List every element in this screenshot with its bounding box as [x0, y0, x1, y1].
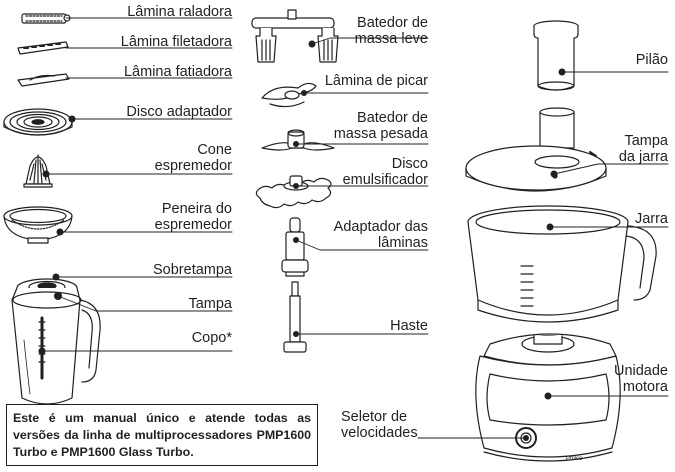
label-cone-espremedor: Cone espremedor: [120, 142, 232, 174]
label-copo: Copo*: [191, 330, 232, 346]
note-model-b: PMP1600 Glass Turbo: [60, 445, 191, 459]
pilao-image: [533, 20, 579, 91]
label-jarra: Jarra: [634, 211, 668, 227]
label-disco-emulsificador: Disco emulsificador: [318, 156, 428, 188]
label-tampa-jarra: Tampa da jarra: [590, 133, 668, 165]
leader-tampa-jarra: [553, 163, 669, 175]
note-line1: Este é um manual único e atende todas as: [13, 411, 311, 425]
label-sobretampa: Sobretampa: [153, 262, 232, 278]
label-unidade-motora: Unidade motora: [590, 363, 668, 395]
label-batedor-massa-leve-line1: Batedor de: [357, 15, 428, 31]
tampa-jarra-image: [465, 107, 607, 192]
note-end: .: [190, 445, 194, 459]
copo-image: [11, 278, 101, 405]
lamina-raladora-image: [21, 13, 71, 24]
label-peneira-espremedor-line2: espremedor: [154, 217, 232, 233]
manual-note-box: Este é um manual único e atende todas as…: [6, 404, 318, 466]
leader-tampa: [57, 295, 233, 312]
label-lamina-filetadora: Lâmina filetadora: [120, 34, 232, 50]
label-batedor-massa-leve-line2: massa leve: [354, 31, 428, 47]
label-tampa-jarra-line2: da jarra: [618, 149, 668, 165]
leader-adaptador-laminas: [295, 239, 429, 251]
label-unidade-motora-line1: Unidade: [613, 363, 668, 379]
unidade-motora-image: Philco: [475, 333, 621, 462]
batedor-massa-leve-image: [251, 9, 339, 63]
leader-batedor-massa-leve: [311, 37, 429, 45]
note-line2: versões da linha de multiprocessadores: [13, 428, 253, 442]
label-disco-adaptador: Disco adaptador: [126, 104, 232, 120]
label-adaptador-laminas-line2: lâminas: [378, 235, 428, 251]
jarra-image: [467, 205, 657, 323]
label-pilao: Pilão: [635, 52, 668, 68]
label-lamina-fatiadora: Lâmina fatiadora: [123, 64, 232, 80]
peneira-espremedor-image: [3, 206, 73, 244]
label-lamina-raladora: Lâmina raladora: [127, 4, 232, 20]
label-tampa: Tampa: [188, 296, 232, 312]
label-haste: Haste: [390, 318, 428, 334]
adaptador-laminas-image: [281, 217, 309, 277]
label-lamina-picar: Lâmina de picar: [324, 73, 428, 89]
note-connector: e: [47, 445, 61, 459]
label-cone-espremedor-line1: Cone: [197, 142, 232, 158]
lamina-filetadora-image: [17, 41, 69, 55]
batedor-massa-pesada-image: [261, 129, 335, 151]
brand-logo: Philco: [566, 456, 583, 462]
label-batedor-massa-pesada-line1: Batedor de: [357, 110, 428, 126]
lamina-picar-image: [261, 82, 317, 108]
note-model-a: PMP1600 Turbo: [13, 428, 311, 459]
label-seletor-velocidades-line1: Seletor de: [341, 409, 408, 425]
label-adaptador-laminas: Adaptador das lâminas: [318, 219, 428, 251]
label-adaptador-laminas-line1: Adaptador das: [333, 219, 428, 235]
cone-espremedor-image: [23, 154, 53, 188]
label-batedor-massa-pesada-line2: massa pesada: [333, 126, 428, 142]
label-cone-espremedor-line2: espremedor: [154, 158, 232, 174]
leader-dots: [38, 40, 566, 441]
label-tampa-jarra-line1: Tampa: [624, 133, 668, 149]
haste-image: [283, 281, 307, 353]
label-peneira-espremedor-line1: Peneira do: [161, 201, 232, 217]
label-seletor-velocidades-line2: velocidades: [341, 425, 418, 441]
label-disco-emulsificador-line1: Disco: [391, 156, 428, 172]
label-seletor-velocidades: Seletor de velocidades: [341, 409, 441, 441]
label-peneira-espremedor: Peneira do espremedor: [120, 201, 232, 233]
leader-lines: [41, 17, 669, 439]
label-batedor-massa-leve: Batedor de massa leve: [320, 15, 428, 47]
label-disco-emulsificador-line2: emulsificador: [342, 172, 428, 188]
label-unidade-motora-line2: motora: [622, 379, 668, 395]
lamina-fatiadora-image: [17, 73, 70, 87]
label-batedor-massa-pesada: Batedor de massa pesada: [318, 110, 428, 142]
disco-adaptador-image: [3, 108, 73, 136]
